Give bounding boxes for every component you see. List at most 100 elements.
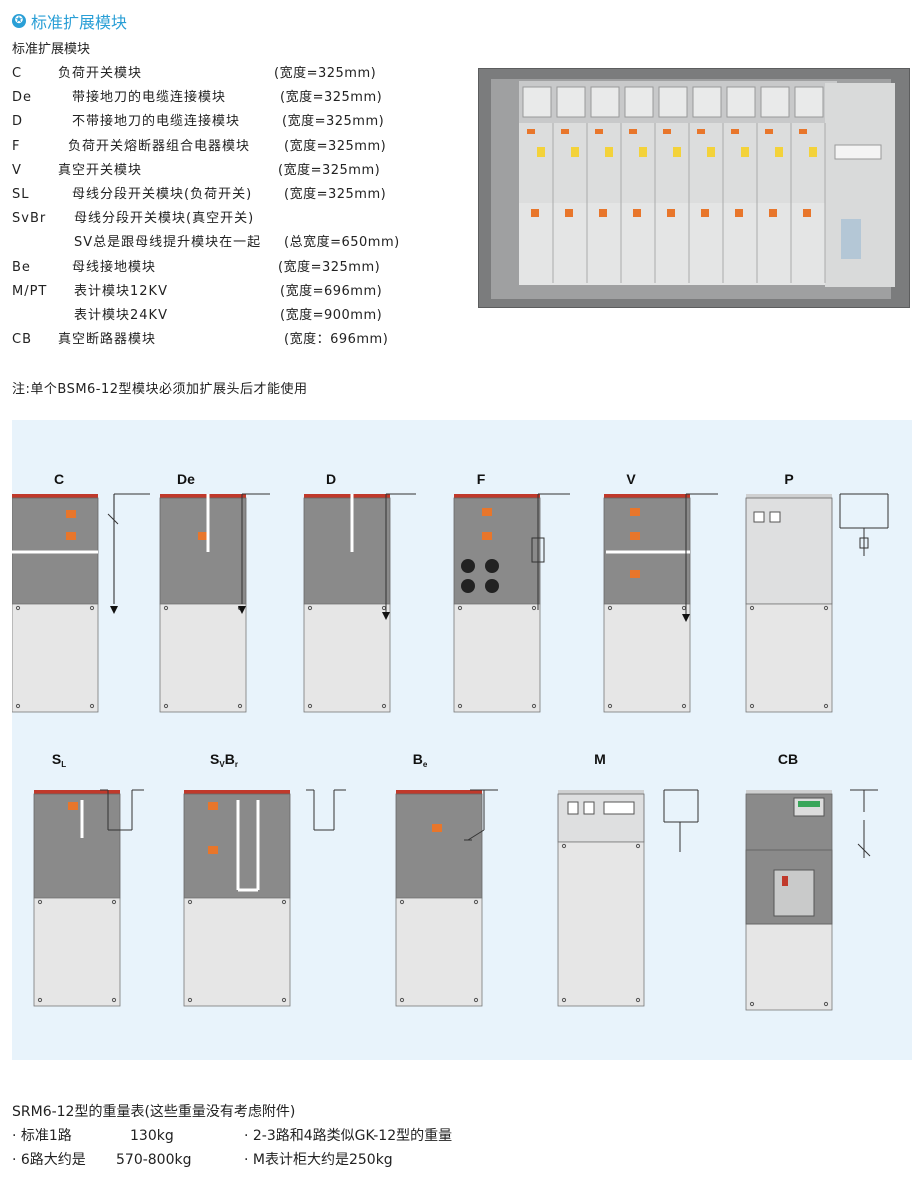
module-desc: 真空断路器模块 — [58, 332, 157, 348]
photo-label-tag — [707, 147, 715, 157]
cabinet-lower-panel — [159, 603, 247, 713]
photo-cable-handle — [803, 209, 811, 217]
cabinet-front — [453, 494, 541, 713]
cabinet-screw — [823, 1001, 829, 1007]
module-desc: 母线分段开关模块(负荷开关) — [72, 186, 253, 202]
page-title: 标准扩展模块 — [31, 13, 128, 32]
usage-note: 注:单个BSM6-12型模块必须加扩展头后才能使用 — [12, 382, 308, 397]
module-code: CB — [12, 332, 32, 348]
module-label: CB — [778, 751, 798, 767]
photo-cable-handle — [667, 209, 675, 217]
weight-item-label: · 标准1路 — [12, 1128, 72, 1144]
switchgear-photo-drawing — [479, 69, 909, 307]
module-width: (宽度=325mm) — [274, 66, 377, 81]
photo-indicator — [522, 86, 552, 118]
cabinet-front — [33, 790, 121, 1007]
module-desc: 母线分段开关模块(真空开关) — [74, 211, 255, 227]
photo-label-tag — [809, 147, 817, 157]
module-code: Be — [12, 259, 31, 275]
module-width: (宽度=696mm) — [280, 283, 383, 299]
switch-handle — [630, 570, 640, 578]
module-width: (宽度=325mm) — [280, 90, 383, 106]
circuit-line — [857, 843, 871, 857]
fuse-knob — [461, 559, 475, 573]
cabinet-screw — [473, 997, 479, 1003]
module-label-subscript: r — [235, 760, 238, 769]
module-code: D — [12, 114, 24, 130]
cabinet-screw — [749, 1001, 755, 1007]
switch-handle — [66, 532, 76, 540]
module-list-heading: 标准扩展模块 — [12, 42, 91, 57]
section-header: ✪ 标准扩展模块 — [12, 10, 127, 32]
module-desc: 负荷开关模块 — [58, 66, 143, 81]
switch-handle — [482, 532, 492, 540]
cabinet-top-stripe — [160, 494, 246, 498]
cabinet-screw — [399, 899, 405, 905]
cabinet-screw — [15, 703, 21, 709]
module-width: (宽度：696mm) — [284, 332, 389, 348]
photo-mid-panel — [519, 123, 837, 203]
photo-cable-handle — [633, 209, 641, 217]
fuse-knob — [461, 579, 475, 593]
star-badge-icon: ✪ — [12, 14, 26, 28]
meter-box — [769, 511, 781, 523]
cabinet-screw — [15, 605, 21, 611]
photo-label-tag — [571, 147, 579, 157]
cabinet-screw — [635, 843, 641, 849]
cabinet-lower-panel — [603, 603, 691, 713]
cabinet-upper-panel — [159, 497, 247, 605]
photo-switch-handle — [629, 129, 637, 134]
photo-label-tag — [639, 147, 647, 157]
breaker-body — [773, 869, 815, 917]
cabinet-screw — [237, 703, 243, 709]
module-desc: SV总是跟母线提升模块在一起 — [74, 235, 262, 251]
weight-item-value: 130kg — [130, 1128, 174, 1144]
module-width: (宽度=325mm) — [282, 114, 385, 130]
cabinet-screw — [457, 703, 463, 709]
cabinet-top-stripe — [746, 790, 832, 794]
cabinet-screw — [281, 997, 287, 1003]
photo-switch-handle — [595, 129, 603, 134]
photo-window — [841, 219, 861, 259]
cable-arrow — [382, 612, 390, 620]
photo-cable-handle — [531, 209, 539, 217]
cabinet-screw — [473, 899, 479, 905]
meter-box — [567, 801, 579, 815]
switch-handle — [66, 510, 76, 518]
module-code: De — [12, 90, 33, 106]
photo-switch-handle — [527, 129, 535, 134]
module-width: (总宽度=650mm) — [284, 235, 400, 251]
weight-table-title: SRM6-12型的重量表(这些重量没有考虑附件) — [12, 1104, 296, 1120]
cabinet-front — [159, 494, 247, 713]
photo-indicator — [556, 86, 586, 118]
switch-handle — [630, 532, 640, 540]
module-label: SL — [52, 751, 66, 769]
circuit-line — [467, 829, 485, 841]
photo-cable-handle — [599, 209, 607, 217]
cabinet-lower-panel — [303, 603, 391, 713]
cabinet-screw — [89, 703, 95, 709]
photo-indicator — [658, 86, 688, 118]
module-label: P — [784, 471, 793, 487]
cable-arrow — [110, 606, 118, 614]
cabinet-screw — [457, 605, 463, 611]
meter-box — [753, 511, 765, 523]
cabinet-top-stripe — [184, 790, 290, 794]
cabinet-screw — [37, 899, 43, 905]
cabinet-screw — [561, 997, 567, 1003]
module-label: Be — [413, 751, 428, 769]
cabinet-front — [603, 494, 691, 713]
photo-switch-handle — [697, 129, 705, 134]
module-width: (宽度=325mm) — [278, 162, 381, 178]
photo-indicator — [794, 86, 824, 118]
module-desc: 负荷开关熔断器组合电器模块 — [68, 138, 251, 154]
cabinet-lower-panel — [745, 603, 833, 713]
module-desc: 表计模块12KV — [74, 283, 168, 299]
